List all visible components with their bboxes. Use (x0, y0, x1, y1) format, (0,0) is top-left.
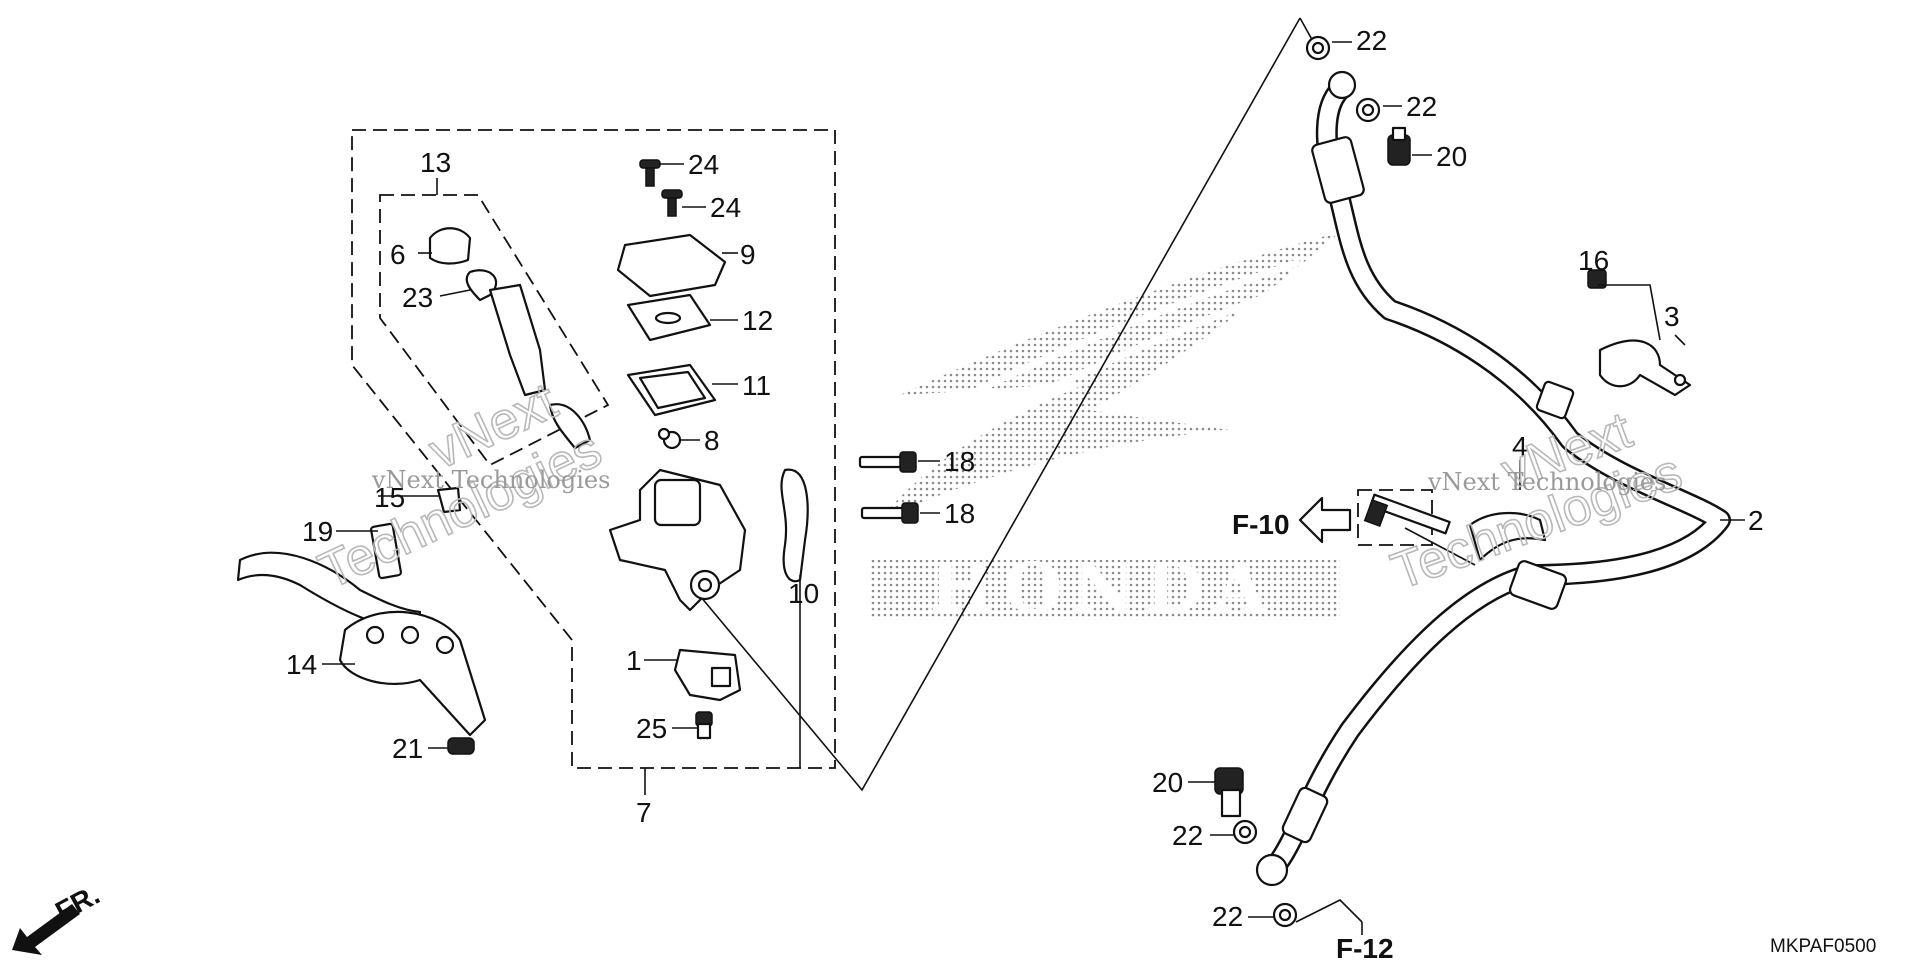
honda-brand-text: HONDA (929, 549, 1276, 629)
callout-22: 22 (1212, 901, 1243, 932)
callout-16: 16 (1578, 245, 1609, 276)
callout-22: 22 (1172, 820, 1203, 851)
callout-2: 2 (1748, 505, 1764, 536)
callout-10: 10 (788, 578, 819, 609)
watermark-small-right: vNext Technologies (1427, 468, 1666, 496)
callout-1: 1 (626, 645, 642, 676)
ref-f10: F-10 (1232, 509, 1290, 540)
banjo-lower (1255, 853, 1289, 887)
holder-10 (780, 468, 809, 583)
diagram-code: MKPAF0500 (1770, 936, 1876, 957)
brake-switch-1 (673, 648, 742, 702)
watermark-small-left: vNext Technologies (371, 466, 610, 494)
callout-13: 13 (420, 147, 451, 178)
callout-23: 23 (402, 282, 433, 313)
brake-hose (1255, 70, 1731, 887)
callout-24: 24 (710, 192, 741, 223)
assembly-boxes (351, 129, 1433, 795)
callout-20: 20 (1436, 141, 1467, 172)
bolt-20b (1214, 767, 1244, 818)
hose-fitting-upper (1311, 136, 1365, 204)
callout-22: 22 (1406, 91, 1437, 122)
callout-6: 6 (390, 239, 406, 270)
bolt-18a (858, 451, 917, 473)
brake-lever-parts (236, 486, 487, 755)
callout-22: 22 (1356, 25, 1387, 56)
clamp-3 (1598, 339, 1692, 397)
bolt-box (1357, 489, 1433, 546)
piston-kit-parts (428, 227, 592, 450)
callout-11: 11 (742, 370, 771, 401)
front-arrow-icon (12, 904, 80, 955)
callout-leaders (322, 41, 1745, 918)
callout-21: 21 (392, 733, 423, 764)
callout-numbers: 22 22 20 13 24 24 6 9 23 12 11 8 16 3 18… (286, 25, 1764, 932)
piston-kit-box (379, 194, 610, 467)
master-cylinder-parts (608, 159, 919, 740)
callout-12: 12 (742, 305, 773, 336)
f10-reference: F-10 (1232, 496, 1352, 544)
nut-21 (447, 737, 475, 755)
callout-14: 14 (286, 649, 317, 680)
ref-f12: F-12 (1336, 933, 1394, 960)
honda-wing-watermark: HONDA (870, 232, 1340, 629)
callout-24: 24 (688, 149, 719, 180)
left-arrow-icon (1298, 496, 1352, 544)
hose-fitting-lower (1281, 786, 1329, 844)
hose-fitting-middle (1508, 560, 1568, 610)
clip-4 (1468, 511, 1547, 562)
callout-3: 3 (1664, 301, 1680, 332)
spring (548, 403, 592, 450)
bolt-18b (860, 502, 919, 524)
callout-4: 4 (1512, 431, 1528, 462)
screw-24a (639, 159, 661, 187)
circlip-23 (465, 269, 498, 302)
boot-15 (436, 486, 462, 514)
bolt-4 (1363, 493, 1451, 535)
callout-19: 19 (302, 516, 333, 547)
callout-8: 8 (704, 425, 720, 456)
callout-18: 18 (944, 446, 975, 477)
screw-25 (695, 711, 713, 740)
piston (488, 283, 547, 397)
bolt-16 (1587, 269, 1607, 289)
banjo-upper (1327, 70, 1357, 100)
callout-7: 7 (636, 797, 652, 828)
pivot-19 (370, 522, 402, 580)
reservoir-cap-9 (616, 233, 727, 298)
callout-25: 25 (636, 713, 667, 744)
master-cylinder-box (351, 129, 836, 769)
callout-20: 20 (1152, 767, 1183, 798)
callout-18: 18 (944, 498, 975, 529)
bolt-20a (1387, 126, 1411, 166)
boot-6 (428, 227, 472, 265)
screw-24b (661, 189, 683, 217)
callout-9: 9 (740, 239, 756, 270)
front-arrow: FR. (12, 879, 105, 955)
callout-15: 15 (374, 482, 405, 513)
hose-hardware (1214, 35, 1692, 928)
float-8 (657, 427, 682, 450)
